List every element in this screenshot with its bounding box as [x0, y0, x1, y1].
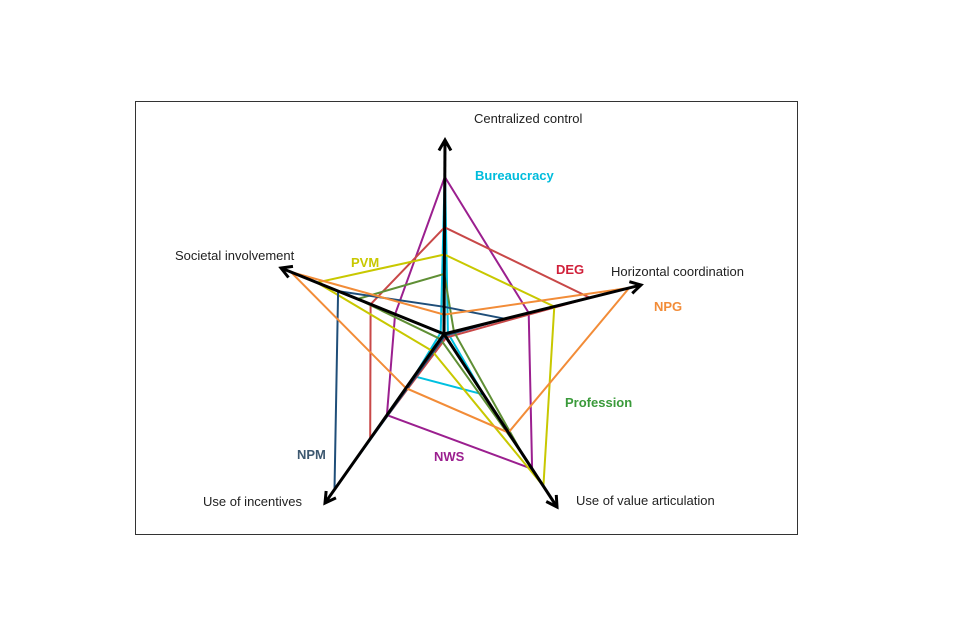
- series-label-nws: NWS: [434, 449, 465, 464]
- axis-label-societal-involvement: Societal involvement: [175, 248, 295, 263]
- series-polygon-bureaucracy: [412, 167, 486, 397]
- axis-arrow-use-of-value-articulation: [442, 333, 559, 510]
- series-label-npm: NPM: [297, 447, 326, 462]
- series-label-profession: Profession: [565, 395, 633, 410]
- axis-label-centralized-control: Centralized control: [474, 111, 583, 126]
- axis-arrow-use-of-incentives: [323, 333, 446, 506]
- axis-label-horizontal-coordination: Horizontal coordination: [611, 264, 744, 279]
- diagram-frame: [135, 101, 798, 535]
- series-label-pvm: PVM: [351, 255, 380, 270]
- series-polygon-pvm: [314, 253, 556, 489]
- axis-arrow-societal-involvement: [278, 264, 445, 336]
- series-polygon-nws: [385, 174, 534, 471]
- axis-arrow-horizontal-coordination: [443, 280, 644, 336]
- axis-label-use-of-value-articulation: Use of value articulation: [576, 493, 715, 508]
- series-label-bureaucracy: Bureaucracy: [475, 168, 554, 183]
- axis-label-use-of-incentives: Use of incentives: [203, 494, 302, 509]
- axis-arrow-centralized-control: [437, 136, 453, 335]
- series-label-npg: NPG: [654, 299, 683, 314]
- series-label-deg: DEG: [556, 262, 585, 277]
- series-polygon-npg: [287, 270, 632, 434]
